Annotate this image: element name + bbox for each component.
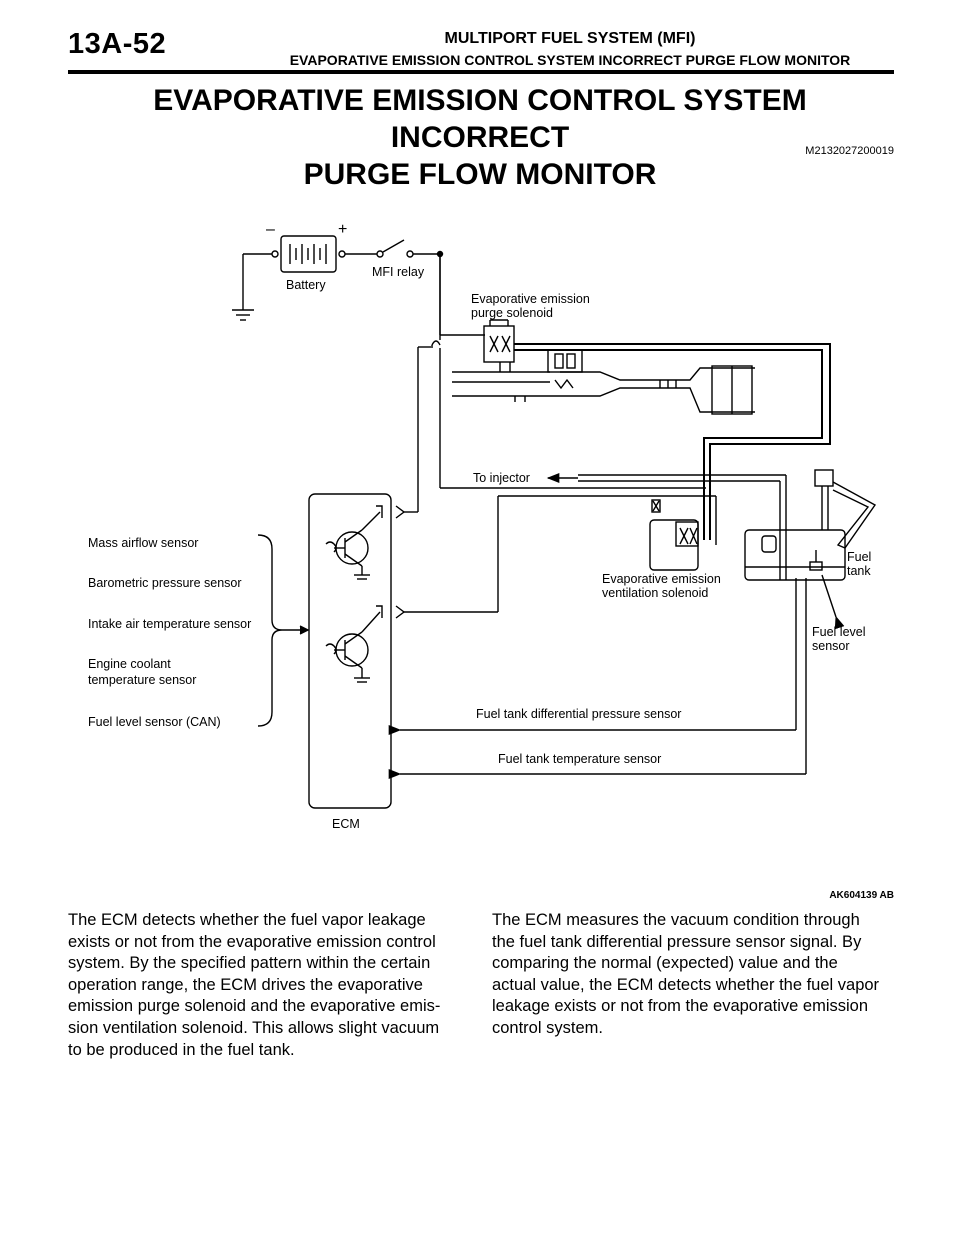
body-line: operation range, the ECM drives the evap… xyxy=(68,975,423,994)
mfi-relay-symbol xyxy=(376,239,444,258)
tank-diff-pressure-label: Fuel tank differential pressure sensor xyxy=(476,707,681,721)
battery-minus-label: – xyxy=(266,221,275,238)
ventilation-solenoid-symbol xyxy=(649,499,699,571)
transistor-lower xyxy=(325,605,383,683)
body-line: The ECM measures the vacuum condition th… xyxy=(492,911,860,929)
header-rule xyxy=(68,70,894,74)
body-line: the fuel tank differential pressure sens… xyxy=(492,932,862,951)
input-engine-coolant-1: Engine coolant xyxy=(88,657,171,671)
purge-solenoid-label-2: purge solenoid xyxy=(471,306,553,320)
body-line: exists or not from the evaporative emiss… xyxy=(68,932,436,951)
fuel-tank-label-2: tank xyxy=(847,564,871,578)
body-line: actual value, the ECM detects whether th… xyxy=(492,975,880,994)
body-text-right: The ECM measures the vacuum condition th… xyxy=(492,910,902,1040)
input-fuel-level-can: Fuel level sensor (CAN) xyxy=(88,715,221,729)
body-line: to be produced in the fuel tank. xyxy=(68,1040,295,1059)
input-engine-coolant-2: temperature sensor xyxy=(88,673,196,687)
input-barometric-pressure: Barometric pressure sensor xyxy=(88,576,242,590)
fuel-level-sensor-label-1: Fuel level xyxy=(812,625,866,639)
battery-symbol xyxy=(232,235,377,321)
vent-solenoid-label-1: Evaporative emission xyxy=(602,572,721,586)
body-line: comparing the normal (expected) value an… xyxy=(492,954,838,973)
to-injector-label: To injector xyxy=(473,471,530,485)
ecm-label: ECM xyxy=(332,817,360,831)
body-line: The ECM detects whether the fuel vapor l… xyxy=(68,911,426,929)
evap-system-diagram: – + Battery MFI relay Evaporative emissi… xyxy=(88,221,877,831)
page-title: EVAPORATIVE EMISSION CONTROL SYSTEM INCO… xyxy=(60,82,900,193)
body-line: leakage exists or not from the evaporati… xyxy=(492,997,869,1016)
fuel-tank-symbol xyxy=(744,469,877,581)
tank-temperature-label: Fuel tank temperature sensor xyxy=(498,752,661,766)
input-brace xyxy=(257,534,307,727)
body-line: control system. xyxy=(492,1018,603,1037)
body-line: sion ventilation solenoid. This allows s… xyxy=(68,1018,440,1037)
body-line: system. By the specified pattern within … xyxy=(68,954,431,973)
section-title: EVAPORATIVE EMISSION CONTROL SYSTEM INCO… xyxy=(289,52,851,68)
input-mass-airflow: Mass airflow sensor xyxy=(88,536,198,550)
page-title-line-2: PURGE FLOW MONITOR xyxy=(303,158,657,191)
chapter-title: MULTIPORT FUEL SYSTEM (MFI) xyxy=(444,30,696,47)
mfi-relay-label: MFI relay xyxy=(372,265,425,279)
figure-id: AK604139 AB xyxy=(829,890,894,901)
page-title-line-1: EVAPORATIVE EMISSION CONTROL SYSTEM INCO… xyxy=(153,84,807,154)
fuel-level-sensor-label-2: sensor xyxy=(812,639,850,653)
ecm-box xyxy=(308,493,392,809)
purge-solenoid-label-1: Evaporative emission xyxy=(471,292,590,306)
input-intake-air-temp: Intake air temperature sensor xyxy=(88,617,251,631)
page-number: 13A-52 xyxy=(68,28,167,60)
vent-solenoid-label-2: ventilation solenoid xyxy=(602,586,708,600)
body-line: emission purge solenoid and the evaporat… xyxy=(68,997,441,1016)
transistor-upper xyxy=(325,505,383,580)
intake-pipe xyxy=(452,349,755,415)
document-id: M2132027200019 xyxy=(805,145,894,157)
body-text-left: The ECM detects whether the fuel vapor l… xyxy=(68,910,478,1061)
battery-plus-label: + xyxy=(338,221,347,238)
battery-label: Battery xyxy=(286,278,326,292)
fuel-tank-label-1: Fuel xyxy=(847,550,871,564)
purge-solenoid-symbol xyxy=(483,319,515,363)
purge-hose xyxy=(514,343,831,540)
